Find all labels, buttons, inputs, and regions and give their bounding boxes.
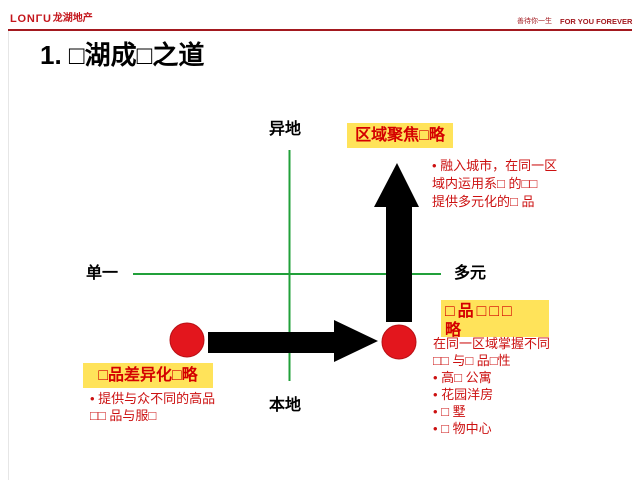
logo-chinese-name: 龙湖地产 <box>52 13 93 24</box>
slogan-chinese: 善待你一生 <box>517 18 552 25</box>
slogan-english: FOR YOU FOREVER <box>560 17 633 26</box>
start-point-dot <box>169 322 205 358</box>
product-portfolio-description: 在同一区域掌握不同 □□ 与□ 品□性 • 高□ 公寓 • 花园洋房 • □ 墅… <box>433 335 550 437</box>
right-arrow <box>208 320 378 362</box>
description-line: 在同一区域掌握不同 <box>433 336 551 351</box>
up-arrow <box>374 163 419 322</box>
axis-label-left: 单一 <box>86 265 119 282</box>
regional-focus-description: • 融入城市，在同一区 域内运用系□ 的□□ 提供多元化的□ 品 <box>432 157 557 211</box>
axis-label-right: 多元 <box>454 265 487 282</box>
regional-focus-label: 区域聚焦□略 <box>347 123 453 148</box>
turning-point-dot <box>381 324 417 360</box>
description-line: • 高□ 公寓 <box>433 370 492 385</box>
label-line: □品□□□ <box>445 303 515 320</box>
description-line: • 花园洋房 <box>433 387 494 402</box>
description-line: □□ 品与服□ <box>90 408 157 423</box>
slide-title: 1. □湖成□之道 <box>40 40 205 70</box>
axis-label-bottom: 本地 <box>269 397 302 414</box>
header-divider <box>8 29 632 31</box>
product-portfolio-label: □品□□□ 略 <box>441 300 549 339</box>
description-line: 提供多元化的□ 品 <box>432 194 535 209</box>
product-differentiation-description: • 提供与众不同的高品 □□ 品与服□ <box>90 390 215 424</box>
header-slogan: 善待你一生 FOR YOU FOREVER <box>517 17 632 27</box>
description-line: 域内运用系□ 的□□ <box>432 176 538 191</box>
label-line: 略 <box>445 322 465 339</box>
longfor-logo: LONΓU 龙湖地产 <box>10 12 93 26</box>
description-line: • □ 墅 <box>433 404 466 419</box>
description-line: • 融入城市，在同一区 <box>432 158 558 173</box>
description-line: • 提供与众不同的高品 <box>90 391 216 406</box>
description-line: • □ 物中心 <box>433 421 492 436</box>
slide-left-rule <box>8 30 9 480</box>
product-differentiation-label: □品差异化□略 <box>83 363 213 388</box>
description-line: □□ 与□ 品□性 <box>433 353 511 368</box>
logo-wordmark: LONΓU <box>10 13 52 25</box>
axis-label-top: 异地 <box>269 121 302 138</box>
